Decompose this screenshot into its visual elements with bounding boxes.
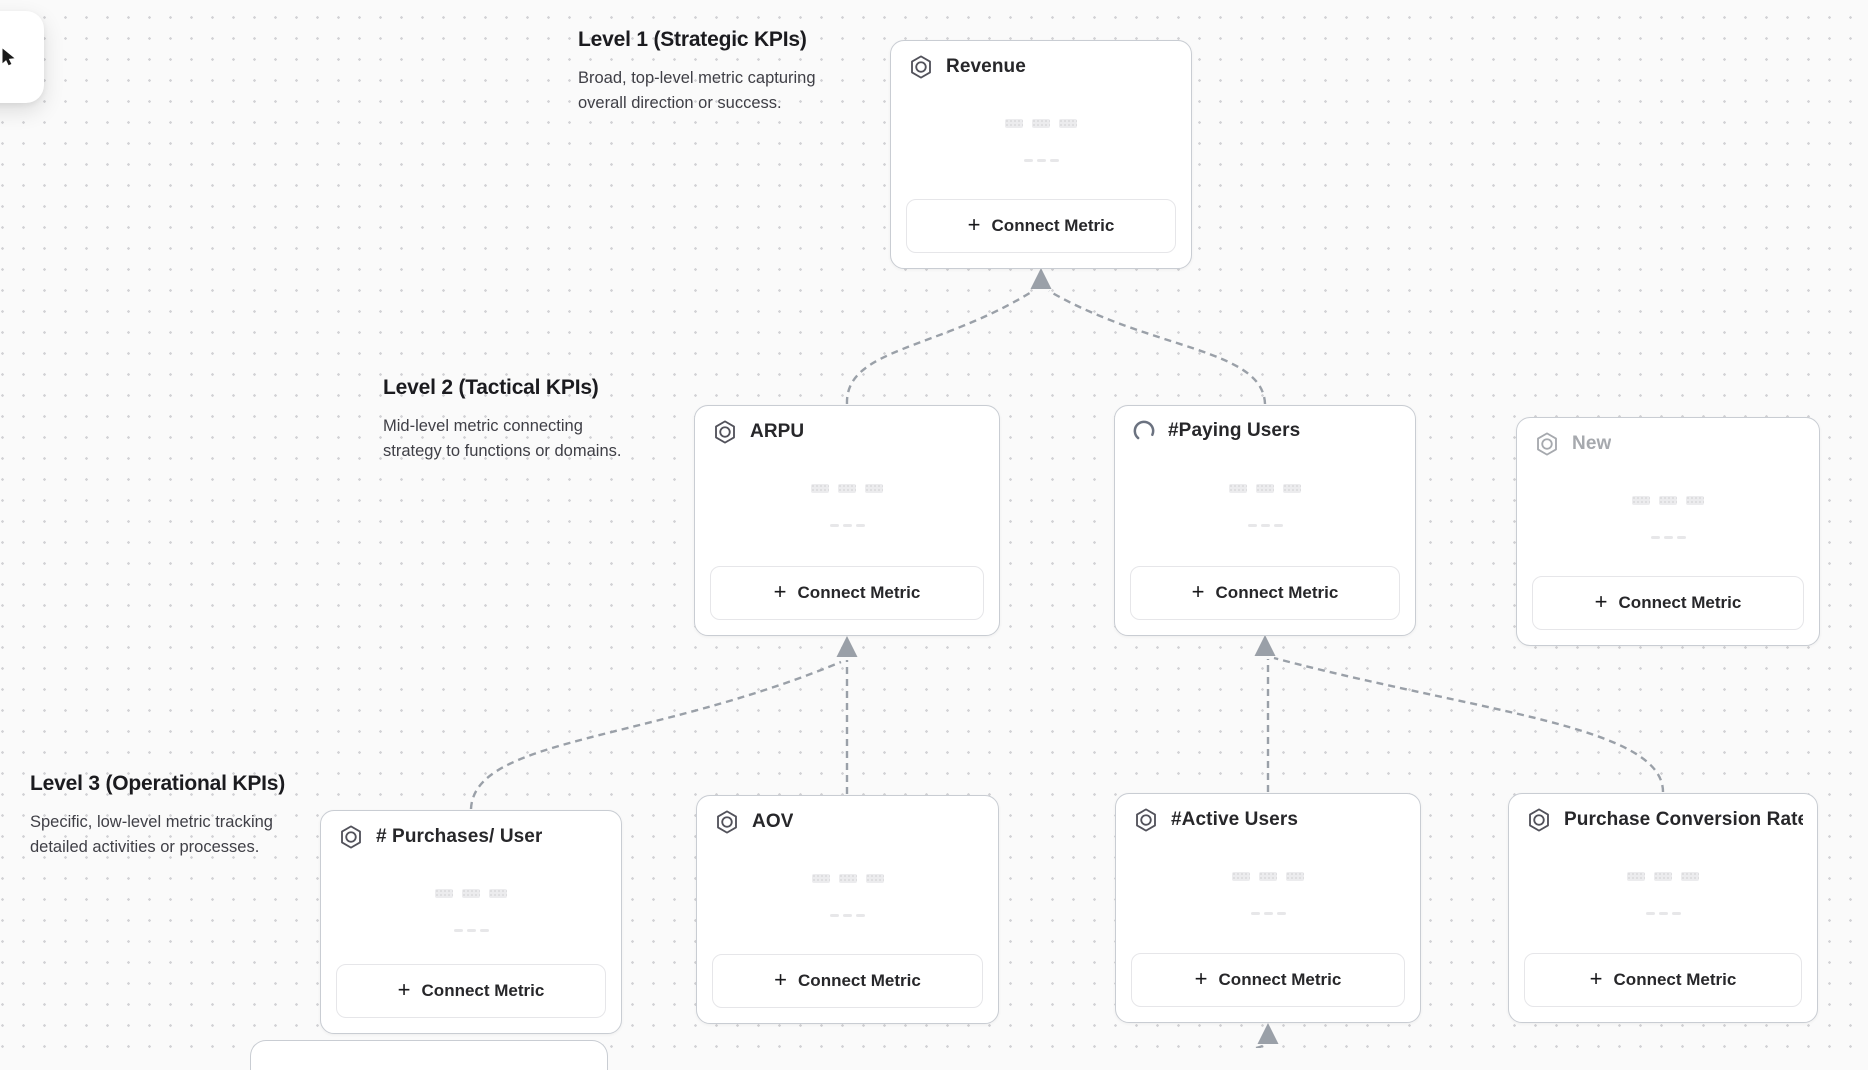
connector-arpu-to-revenue [845, 289, 1034, 405]
card-title: New [1572, 433, 1612, 454]
level-1-title: Level 1 (Strategic KPIs) [578, 28, 807, 51]
metric-hexagon-icon [911, 55, 931, 79]
level-1-label: Level 1 (Strategic KPIs) Broad, top-leve… [578, 28, 816, 116]
arrowhead-arpu [836, 636, 858, 657]
metric-hexagon-icon [715, 420, 735, 444]
level-2-desc-line-1: Mid-level metric connecting [383, 417, 583, 435]
level-2-title: Level 2 (Tactical KPIs) [383, 376, 599, 399]
skeleton-dashes [1517, 536, 1819, 539]
level-1-desc-line-2: overall direction or success. [578, 94, 782, 112]
skeleton-bars [891, 119, 1191, 128]
card-title: #Paying Users [1168, 420, 1301, 441]
card-arpu[interactable]: ARPU + Connect Metric [694, 405, 1000, 636]
level-3-desc-line-2: detailed activities or processes. [30, 838, 260, 856]
card-aov[interactable]: AOV + Connect Metric [696, 795, 999, 1024]
card-header: Revenue [908, 54, 1177, 80]
plus-icon: + [773, 579, 787, 604]
level-2-label: Level 2 (Tactical KPIs) Mid-level metric… [383, 376, 621, 464]
card-purchase-conversion-rate[interactable]: Purchase Conversion Rate + Connect Metri… [1508, 793, 1818, 1023]
card-new[interactable]: New + Connect Metric [1516, 417, 1820, 646]
connect-metric-button[interactable]: + Connect Metric [1130, 566, 1400, 620]
plus-icon: + [1589, 966, 1603, 991]
connector-offscreen-to-active-users [1255, 1040, 1269, 1048]
arrowhead-paying-users [1254, 635, 1276, 656]
plus-icon: + [397, 977, 411, 1002]
metric-hexagon-icon [717, 810, 737, 834]
card-paying-users[interactable]: #Paying Users + Connect Metric [1114, 405, 1416, 636]
skeleton-bars [1116, 872, 1420, 881]
connect-metric-label: Connect Metric [1618, 593, 1742, 612]
connect-metric-button[interactable]: + Connect Metric [906, 199, 1176, 253]
connector-paying-users-to-revenue [1048, 289, 1267, 405]
skeleton-dashes [697, 914, 998, 917]
level-3-label: Level 3 (Operational KPIs) Specific, low… [30, 772, 285, 860]
card-purchases-per-user[interactable]: # Purchases/ User + Connect Metric [320, 810, 622, 1034]
skeleton-dashes [1115, 524, 1415, 527]
plus-icon: + [774, 967, 788, 992]
card-header: AOV [714, 809, 984, 835]
plus-icon: + [1594, 589, 1608, 614]
connect-metric-label: Connect Metric [798, 971, 921, 990]
card-header: #Active Users [1133, 807, 1406, 833]
skeleton-bars [695, 484, 999, 493]
connect-metric-label: Connect Metric [797, 583, 921, 602]
level-2-desc-line-2: strategy to functions or domains. [383, 442, 622, 460]
card-header: ARPU [712, 419, 985, 445]
card-partial-offscreen[interactable] [250, 1040, 608, 1070]
connect-metric-button[interactable]: + Connect Metric [712, 954, 983, 1008]
card-title: ARPU [750, 421, 805, 442]
connector-conversion-rate-to-paying-users [1273, 656, 1665, 793]
card-title: #Active Users [1171, 809, 1298, 830]
card-title: AOV [752, 811, 794, 832]
skeleton-dashes [1509, 912, 1817, 915]
level-1-desc-line-1: Broad, top-level metric capturing [578, 69, 816, 87]
card-title: # Purchases/ User [376, 826, 543, 847]
skeleton-dashes [321, 929, 621, 932]
level-3-desc-line-1: Specific, low-level metric tracking [30, 813, 273, 831]
connect-metric-button[interactable]: + Connect Metric [1524, 953, 1802, 1007]
card-title: Purchase Conversion Rate [1564, 809, 1803, 830]
skeleton-dashes [891, 159, 1191, 162]
connect-metric-button[interactable]: + Connect Metric [1532, 576, 1804, 630]
skeleton-dashes [695, 524, 999, 527]
plus-icon: + [1191, 579, 1205, 604]
card-title: Revenue [946, 56, 1026, 77]
card-header: # Purchases/ User [338, 824, 607, 850]
cursor-tool-icon [2, 48, 15, 66]
connector-purchases-to-arpu [469, 660, 842, 810]
connect-metric-label: Connect Metric [1215, 583, 1339, 602]
tool-panel[interactable] [0, 11, 44, 103]
connect-metric-button[interactable]: + Connect Metric [710, 566, 984, 620]
connect-metric-button[interactable]: + Connect Metric [336, 964, 606, 1018]
skeleton-bars [1517, 496, 1819, 505]
skeleton-bars [1509, 872, 1817, 881]
connect-metric-label: Connect Metric [1218, 970, 1342, 989]
metric-hexagon-icon [1136, 808, 1156, 832]
plus-icon: + [1194, 966, 1208, 991]
card-revenue[interactable]: Revenue + Connect Metric [890, 40, 1192, 269]
arrowhead-revenue [1030, 268, 1052, 289]
card-header: #Paying Users [1132, 419, 1401, 443]
card-header: New [1534, 431, 1805, 457]
skeleton-bars [1115, 484, 1415, 493]
skeleton-bars [697, 874, 998, 883]
metric-hexagon-icon [1529, 808, 1549, 832]
card-header: Purchase Conversion Rate [1526, 807, 1803, 833]
connect-metric-label: Connect Metric [421, 981, 545, 1000]
card-active-users[interactable]: #Active Users + Connect Metric [1115, 793, 1421, 1023]
arrowhead-active-users [1257, 1023, 1279, 1044]
metric-hexagon-icon [341, 825, 361, 849]
connect-metric-button[interactable]: + Connect Metric [1131, 953, 1405, 1007]
spinner-icon [1133, 420, 1155, 442]
level-3-title: Level 3 (Operational KPIs) [30, 772, 286, 795]
connect-metric-label: Connect Metric [991, 216, 1115, 235]
connect-metric-label: Connect Metric [1613, 970, 1737, 989]
metric-hexagon-icon [1537, 432, 1557, 456]
skeleton-dashes [1116, 912, 1420, 915]
plus-icon: + [967, 212, 981, 237]
skeleton-bars [321, 889, 621, 898]
